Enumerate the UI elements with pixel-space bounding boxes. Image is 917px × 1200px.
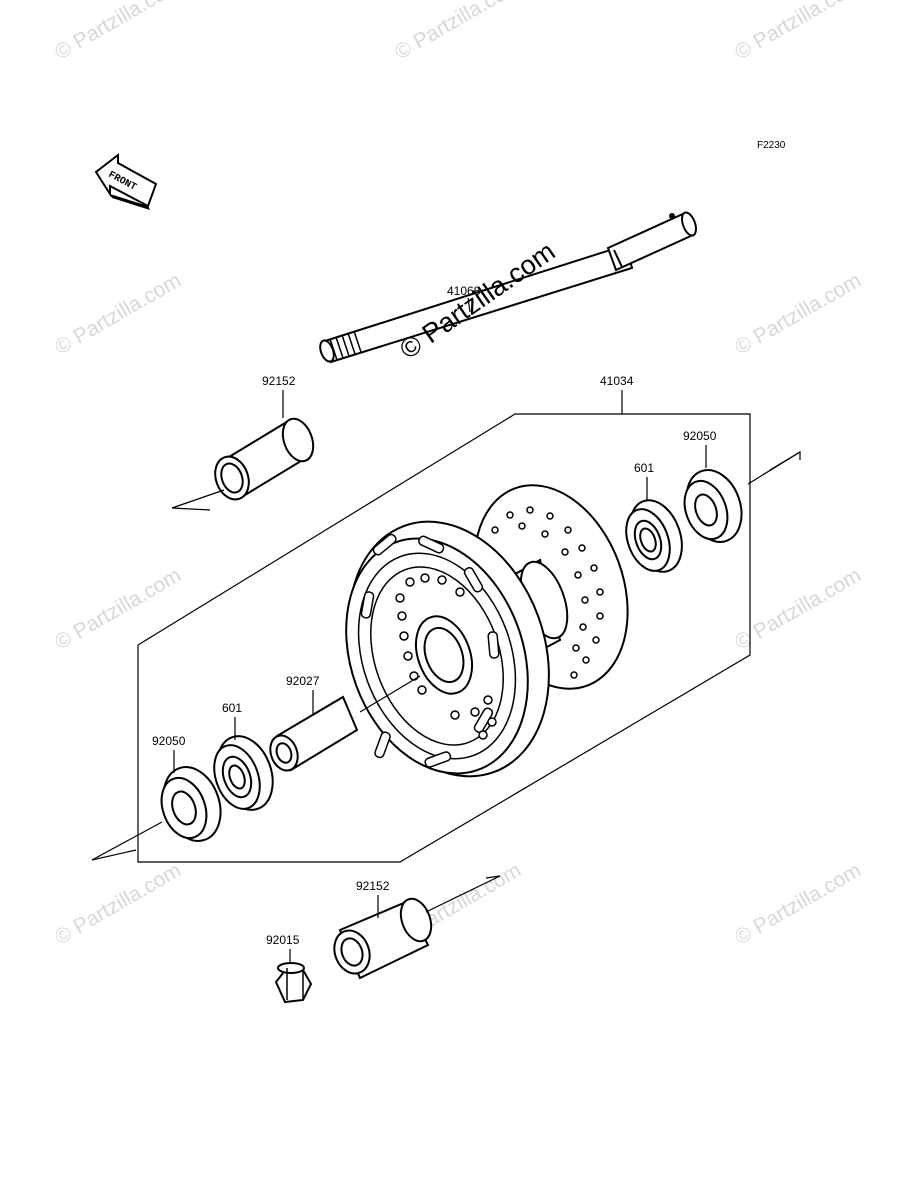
part-number-seal-left: 92050	[152, 734, 186, 748]
seal-left-part	[160, 766, 222, 842]
hub-part	[345, 484, 629, 778]
axle-part	[319, 211, 697, 364]
nut-part	[274, 962, 313, 1004]
watermark: © Partzilla.com	[51, 564, 185, 655]
bearing-left-part	[213, 735, 274, 811]
bearing-right-part	[625, 499, 683, 573]
front-direction-icon: FRONT	[94, 152, 158, 210]
watermark: © Partzilla.com	[391, 0, 525, 64]
part-number-axle: 41068	[447, 284, 481, 298]
collar-upper-part	[214, 417, 315, 501]
seal-right-part	[683, 469, 743, 543]
part-number-bearing-left: 601	[222, 701, 242, 715]
part-number-collar-upper: 92152	[262, 374, 296, 388]
part-number-seal-right: 92050	[683, 429, 717, 443]
part-number-bearing-right: 601	[634, 461, 654, 475]
diagram-reference-code: F2230	[757, 140, 786, 151]
watermark-center: © Partzilla.com	[394, 236, 560, 365]
spacer-part	[269, 695, 359, 772]
watermark: © Partzilla.com	[731, 859, 865, 950]
part-number-nut: 92015	[266, 933, 300, 947]
collar-lower-part	[333, 897, 433, 980]
part-number-collar-lower: 92152	[356, 879, 390, 893]
part-number-hub: 41034	[600, 374, 634, 388]
watermark: © Partzilla.com	[51, 0, 185, 64]
watermark: © Partzilla.com	[731, 269, 865, 360]
watermark: © Partzilla.com	[731, 0, 865, 64]
watermark: © Partzilla.com	[51, 859, 185, 950]
watermark: © Partzilla.com	[51, 269, 185, 360]
watermark: © Partzilla.com	[731, 564, 865, 655]
part-number-spacer: 92027	[286, 674, 320, 688]
hub-bracket	[137, 413, 751, 863]
